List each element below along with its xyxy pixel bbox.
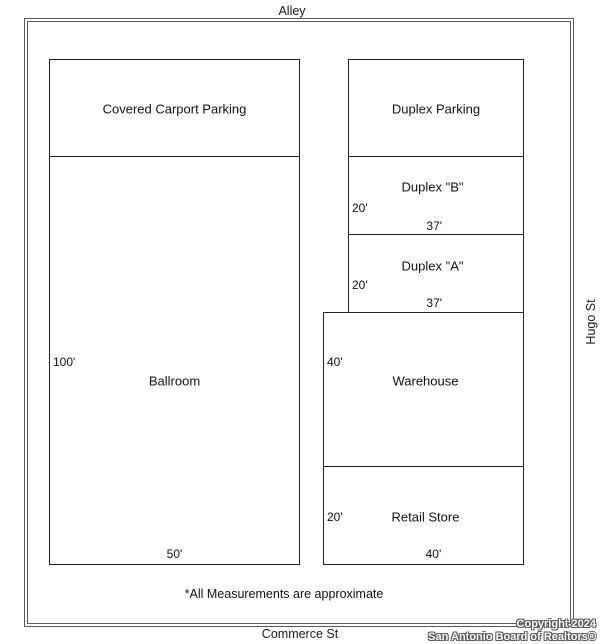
duplex-a-area: Duplex "A" 20' 37' — [348, 234, 524, 314]
duplex-b-area: Duplex "B" 20' 37' — [348, 156, 524, 236]
street-label-alley: Alley — [278, 4, 306, 18]
duplex-b-label: Duplex "B" — [401, 179, 464, 195]
warehouse-depth-dimension: 40' — [327, 355, 343, 369]
property-boundary-inner — [27, 21, 571, 624]
property-boundary-outer — [24, 18, 574, 627]
copyright-watermark: Copyright 2024 San Antonio Board of Real… — [428, 618, 596, 644]
retail-store-label: Retail Store — [391, 509, 460, 525]
carport-parking-area: Covered Carport Parking — [49, 59, 300, 158]
duplex-b-depth-dimension: 20' — [352, 201, 368, 215]
duplex-a-depth-dimension: 20' — [352, 278, 368, 292]
duplex-b-width-dimension: 37' — [426, 219, 443, 233]
retail-store-area: Retail Store 20' 40' — [323, 466, 524, 565]
carport-parking-label: Covered Carport Parking — [102, 101, 247, 116]
duplex-a-width-dimension: 37' — [426, 296, 443, 310]
ballroom-area: Ballroom 100' 50' — [49, 156, 300, 565]
measurements-note: *All Measurements are approximate — [184, 587, 384, 601]
warehouse-label: Warehouse — [392, 373, 459, 389]
copyright-line-1: Copyright 2024 — [516, 618, 596, 630]
retail-store-depth-dimension: 20' — [327, 510, 343, 524]
street-label-hugo: Hugo St — [584, 299, 598, 345]
duplex-a-label: Duplex "A" — [401, 258, 464, 274]
ballroom-label: Ballroom — [148, 373, 201, 389]
warehouse-area: Warehouse 40' — [323, 312, 524, 468]
duplex-parking-area: Duplex Parking — [348, 59, 524, 158]
duplex-parking-label: Duplex Parking — [391, 101, 481, 116]
copyright-line-2: San Antonio Board of Realtors® — [428, 631, 596, 643]
street-label-commerce: Commerce St — [261, 627, 339, 641]
ballroom-depth-dimension: 100' — [53, 355, 76, 369]
retail-store-width-dimension: 40' — [425, 547, 442, 561]
ballroom-width-dimension: 50' — [166, 547, 183, 561]
